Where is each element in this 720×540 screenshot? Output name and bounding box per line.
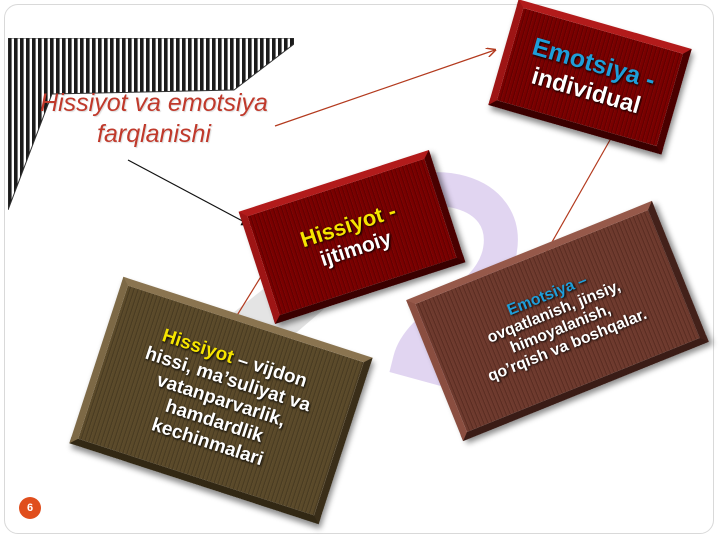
page-number-badge: 6	[19, 497, 41, 519]
slide-title: Hissiyot va emotsiya farqlanishi	[4, 88, 304, 150]
slide-frame	[4, 4, 714, 534]
title-line-2: farqlanishi	[97, 120, 211, 148]
title-line-1: Hissiyot va emotsiya	[40, 89, 268, 117]
striped-banner	[8, 38, 294, 210]
